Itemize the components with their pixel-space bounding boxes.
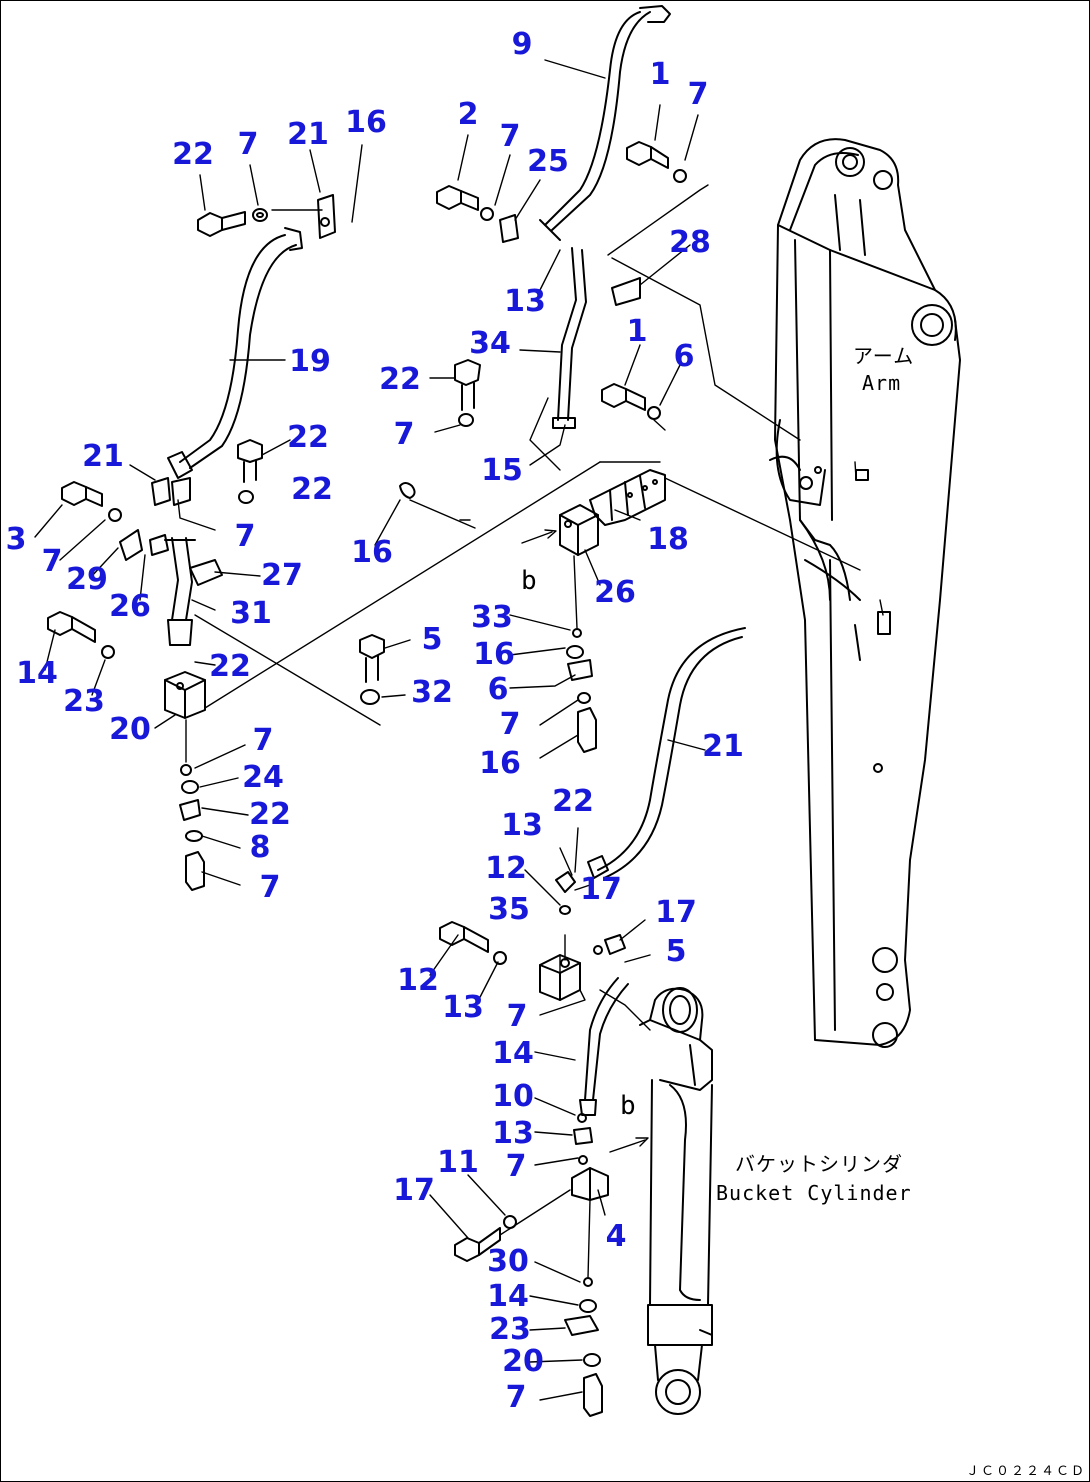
callout-18: 18	[647, 522, 689, 557]
callout-34: 34	[469, 326, 511, 361]
callout-30: 30	[487, 1244, 529, 1279]
callout-23: 23	[489, 1312, 531, 1347]
callout-6: 6	[487, 672, 509, 707]
callout-4: 4	[605, 1219, 627, 1254]
callout-7: 7	[505, 1149, 527, 1184]
callout-25: 25	[527, 144, 569, 179]
callout-5: 5	[421, 622, 443, 657]
callout-7: 7	[506, 999, 528, 1034]
callout-28: 28	[669, 225, 711, 260]
hardware	[47, 141, 687, 1417]
bucket-cylinder-part	[639, 987, 713, 1415]
arm-part	[769, 138, 961, 1048]
callout-17: 17	[655, 895, 697, 930]
callout-20: 20	[109, 712, 151, 747]
callout-13: 13	[442, 990, 484, 1025]
callout-6: 6	[673, 339, 695, 374]
callout-22: 22	[209, 649, 251, 684]
callout-13: 13	[501, 808, 543, 843]
callout-7: 7	[505, 1380, 527, 1415]
callout-16: 16	[351, 535, 393, 570]
callout-17: 17	[393, 1173, 435, 1208]
callout-7: 7	[41, 544, 63, 579]
callout-21: 21	[702, 729, 744, 764]
reference-letter-b-lower: b	[620, 1091, 637, 1121]
reference-letter-b-upper: b	[521, 566, 538, 596]
callout-7: 7	[234, 519, 256, 554]
drawing-id: ＪＣ０２２４ＣＤ	[966, 1464, 1087, 1479]
callout-27: 27	[261, 558, 303, 593]
callout-12: 12	[485, 851, 527, 886]
arm-label-ja: アーム	[853, 344, 915, 368]
valve-blocks	[119, 194, 666, 1201]
bucket-cylinder-label-en: Bucket Cylinder	[716, 1181, 912, 1205]
callout-17: 17	[580, 872, 622, 907]
callout-5: 5	[665, 934, 687, 969]
callout-26: 26	[109, 589, 151, 624]
callout-13: 13	[504, 284, 546, 319]
callout-24: 24	[242, 760, 284, 795]
callout-11: 11	[437, 1145, 479, 1180]
callout-3: 3	[5, 522, 27, 557]
callout-22: 22	[291, 472, 333, 507]
callout-26: 26	[594, 575, 636, 610]
callout-7: 7	[252, 723, 274, 758]
callout-32: 32	[411, 675, 453, 710]
callout-22: 22	[287, 420, 329, 455]
callout-1: 1	[626, 314, 648, 349]
callout-22: 22	[249, 797, 291, 832]
bucket-cylinder-label-ja: バケットシリンダ	[735, 1152, 903, 1176]
callout-14: 14	[16, 656, 58, 691]
callout-10: 10	[492, 1079, 534, 1114]
hoses	[164, 5, 746, 1116]
callout-14: 14	[487, 1279, 529, 1314]
callout-20: 20	[502, 1344, 544, 1379]
callout-7: 7	[499, 119, 521, 154]
callout-15: 15	[481, 453, 523, 488]
arm-label-en: Arm	[862, 371, 902, 395]
callout-12: 12	[397, 963, 439, 998]
callout-35: 35	[488, 892, 530, 927]
callout-7: 7	[259, 870, 281, 905]
callout-23: 23	[63, 684, 105, 719]
callout-9: 9	[511, 27, 533, 62]
callout-7: 7	[499, 707, 521, 742]
callout-31: 31	[230, 596, 272, 631]
callout-2: 2	[457, 97, 479, 132]
callout-29: 29	[66, 562, 108, 597]
callout-14: 14	[492, 1036, 534, 1071]
callout-19: 19	[289, 344, 331, 379]
callout-22: 22	[552, 784, 594, 819]
callout-33: 33	[471, 600, 513, 635]
callout-1: 1	[649, 57, 671, 92]
callout-8: 8	[249, 830, 271, 865]
callout-22: 22	[379, 362, 421, 397]
callout-7: 7	[237, 127, 259, 162]
leader-lines	[34, 59, 884, 1401]
callout-22: 22	[172, 137, 214, 172]
callout-21: 21	[82, 439, 124, 474]
callout-16: 16	[479, 746, 521, 781]
callout-7: 7	[687, 77, 709, 112]
callout-16: 16	[473, 637, 515, 672]
callout-13: 13	[492, 1116, 534, 1151]
callout-7: 7	[393, 417, 415, 452]
callout-21: 21	[287, 117, 329, 152]
callout-16: 16	[345, 105, 387, 140]
